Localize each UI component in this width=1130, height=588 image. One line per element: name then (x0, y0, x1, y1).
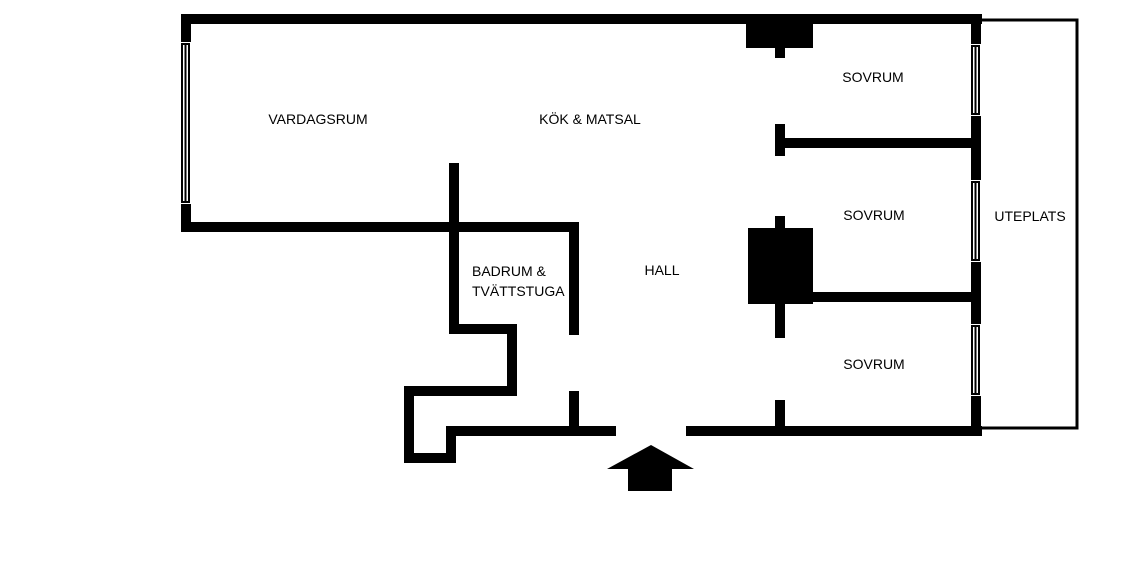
walls (181, 14, 982, 463)
terrace (981, 18, 1079, 430)
wall-bath-step-top (449, 324, 517, 334)
wall-top (181, 14, 982, 24)
wall-bath-step-mid (404, 386, 517, 396)
wall-bath-left (449, 163, 459, 333)
wall-bedroom-left-2 (775, 124, 785, 156)
wall-right-4 (971, 396, 981, 436)
label-uteplats: UTEPLATS (994, 208, 1065, 224)
wall-bath-outer-left (404, 386, 414, 463)
label-sovrum-3: SOVRUM (843, 356, 904, 372)
wall-bath-step-right (507, 324, 517, 396)
wall-left-upper (181, 14, 191, 42)
label-hall: HALL (644, 262, 679, 278)
label-vardagsrum: VARDAGSRUM (268, 111, 367, 127)
label-badrum-line2: TVÄTTSTUGA (472, 283, 565, 299)
label-sovrum-1: SOVRUM (842, 69, 903, 85)
entrance-arrow-icon (607, 445, 694, 491)
wall-bath-right-lower (569, 391, 579, 429)
wall-living-bottom (181, 222, 579, 232)
wall-bedroom-divider-1 (783, 138, 981, 148)
wall-left-lower (181, 204, 191, 232)
wall-bottom-right (686, 426, 982, 436)
label-sovrum-2: SOVRUM (843, 207, 904, 223)
label-kok-matsal: KÖK & MATSAL (539, 110, 641, 127)
wall-bath-right-upper (569, 222, 579, 335)
terrace-outline (981, 18, 1079, 430)
room-labels: VARDAGSRUM KÖK & MATSAL BADRUM & TVÄTTST… (268, 69, 1065, 372)
wall-bath-outer-bottom (404, 453, 456, 463)
wall-bottom-left (446, 426, 616, 436)
wall-right-1 (971, 14, 981, 44)
wall-bath-outer-right (446, 426, 456, 463)
wardrobe-block (748, 228, 813, 304)
wall-bedroom-divider-2 (783, 292, 981, 302)
label-badrum-line1: BADRUM & (472, 263, 547, 279)
entrance (607, 445, 694, 491)
windows (181, 43, 980, 395)
chimney-top (746, 14, 813, 48)
wall-bedroom-left-4 (775, 400, 785, 436)
